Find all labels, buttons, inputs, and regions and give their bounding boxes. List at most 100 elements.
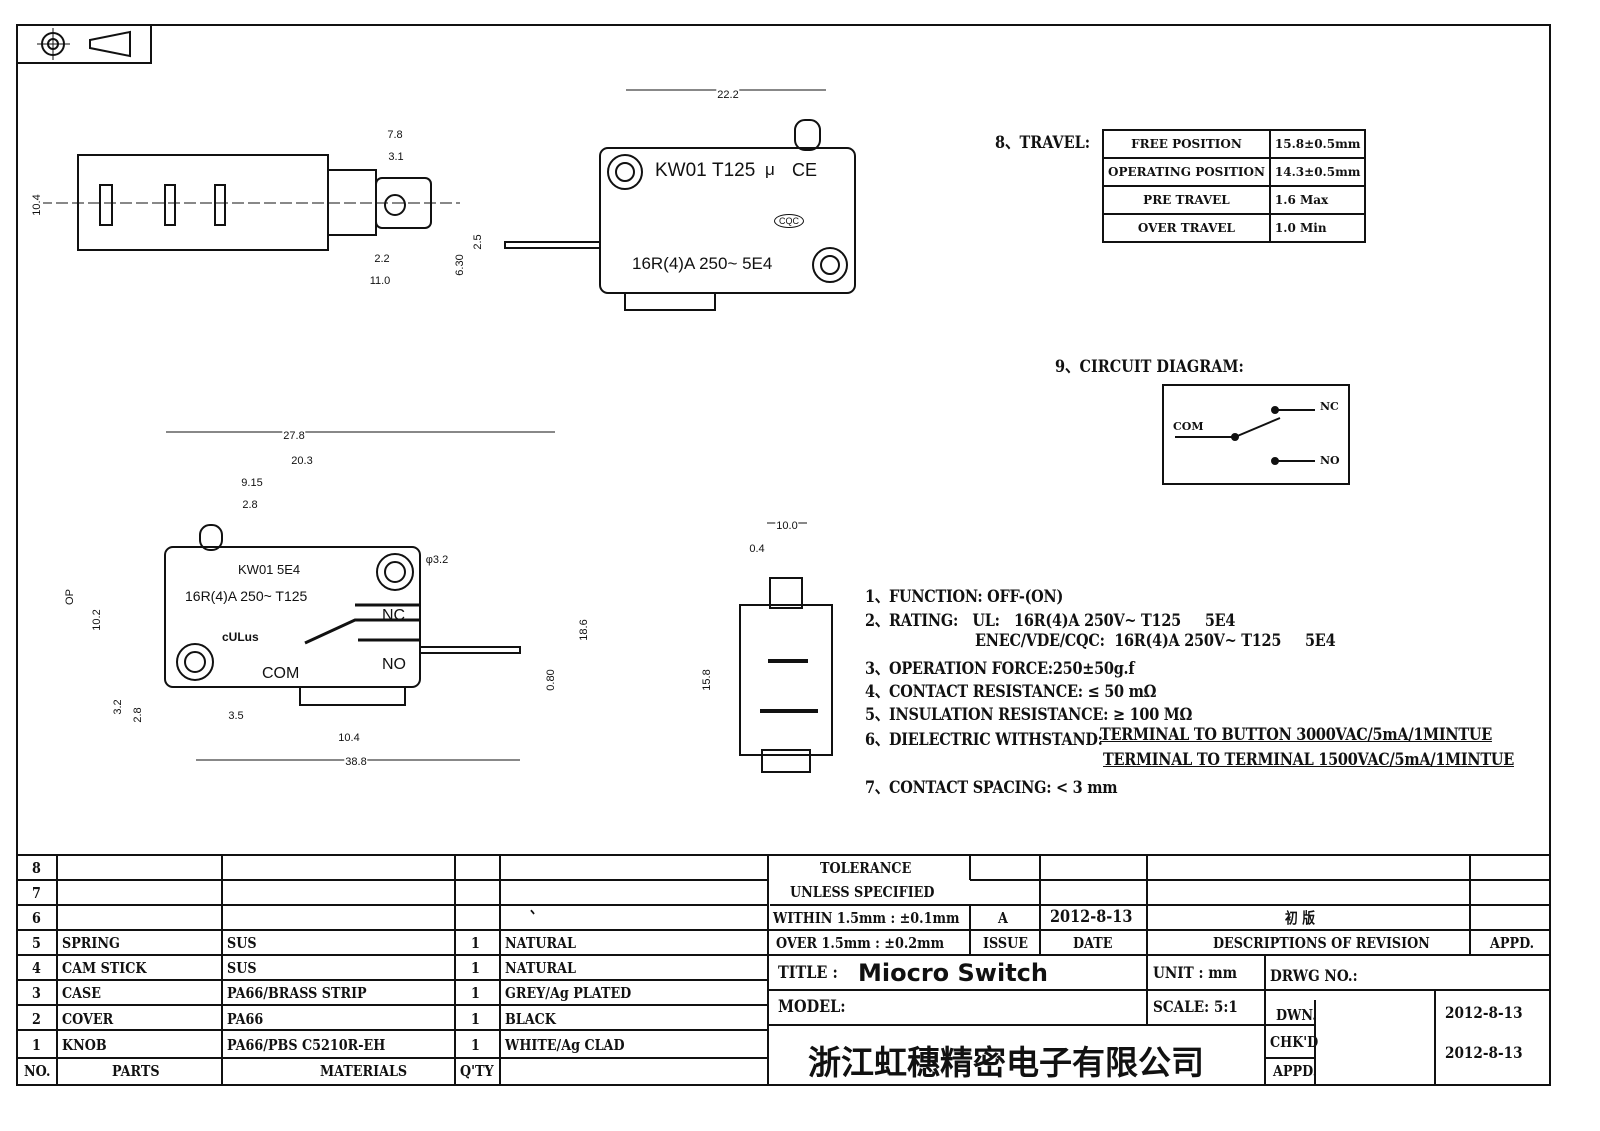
part-qty: 1 [471,1036,480,1054]
travel-heading: 8、TRAVEL: [995,133,1091,153]
part-no: 6 [32,909,41,927]
unit-field: UNIT : mm [1153,963,1238,982]
drawing-border [16,24,1551,1086]
circuit-heading: 9、CIRCUIT DIAGRAM: [1055,357,1244,377]
part-material: PA66 [227,1010,264,1028]
part-name: KNOB [62,1036,107,1054]
part-no: 5 [32,934,41,952]
header-parts: PARTS [112,1062,160,1080]
dim-label: 9.15 [240,477,264,489]
checked-label: CHK'D [1270,1033,1319,1051]
dim-label: 18.6 [578,618,590,642]
issue-value: A [998,909,1008,927]
spec-operation-force: 3、OPERATION FORCE:250±50g.f [865,659,1135,679]
dim-label: 3.1 [387,151,405,163]
dim-label: 11.0 [368,275,392,287]
title-label: TITLE : [778,963,838,983]
dim-label: 0.4 [748,543,766,555]
dim-label: 27.8 [282,430,306,442]
part-no: 1 [32,1036,41,1054]
dim-label: 10.4 [31,193,43,217]
part-material: SUS [227,959,257,977]
part-material: SUS [227,934,257,952]
header-materials: MATERIALS [320,1062,408,1080]
spec-rating-enec: ENEC/VDE/CQC: 16R(4)A 250V~ T125 5E4 [975,631,1336,651]
dim-label: OP [64,588,76,606]
part-finish: BLACK [505,1010,556,1028]
dim-label: 2.2 [373,253,391,265]
circuit-nc-label: NC [1320,400,1339,413]
side-rating-marking: 16R(4)A 250~ T125 [185,588,308,604]
travel-value: 1.0 Min [1268,213,1367,243]
ce-mark: CE [792,160,818,180]
dim-label: 0.80 [545,668,557,692]
part-name: CAM STICK [62,959,147,977]
ul-mark: cULus [222,630,259,644]
travel-label: OPERATING POSITION [1102,157,1271,187]
drawn-date: 2012-8-13 [1445,1003,1523,1022]
spec-function: 1、FUNCTION: OFF-(ON) [865,587,1064,607]
travel-value: 15.8±0.5mm [1268,129,1367,159]
part-qty: 1 [471,934,480,952]
part-qty: 1 [471,959,480,977]
circuit-no-label: NO [1320,454,1340,467]
part-qty: 1 [471,984,480,1002]
appd-header: APPD. [1490,934,1535,952]
part-material: PA66/PBS C5210R-EH [227,1036,386,1054]
revision-description: 初 版 [1285,909,1315,927]
com-terminal-label: COM [262,665,300,682]
dim-label: 10.2 [91,608,103,632]
company-name: 浙江虹穗精密电子有限公司 [808,1043,1204,1082]
travel-label: OVER TRAVEL [1102,213,1271,243]
part-no: 2 [32,1010,41,1028]
dim-label: φ3.2 [424,554,450,566]
part-finish: WHITE/Ag CLAD [505,1036,625,1054]
side-model-marking: KW01 5E4 [238,562,301,577]
dim-label: 2.5 [472,233,484,251]
top-view-drawing [504,89,856,311]
spec-dielectric-button: TERMINAL TO BUTTON 3000VAC/5mA/1MINTUE [1100,725,1492,745]
mu-mark: μ [765,160,775,179]
spec-dielectric-terminal: TERMINAL TO TERMINAL 1500VAC/5mA/1MINTUE [1103,750,1514,770]
part-note: 、 [530,899,543,917]
travel-label: FREE POSITION [1102,129,1271,159]
date-header: DATE [1073,934,1113,952]
drawn-label: DWN. [1276,1006,1317,1024]
dim-label: 3.5 [227,710,245,722]
spec-contact-resistance: 4、CONTACT RESISTANCE: ≤ 50 mΩ [865,682,1157,702]
header-qty: Q'TY [460,1062,494,1080]
dim-label: 6.30 [454,253,466,277]
front-view-drawing [40,154,460,251]
tolerance-over: OVER 1.5mm : ±0.2mm [776,934,945,952]
dim-label: 15.8 [701,668,713,692]
spec-insulation-resistance: 5、INSULATION RESISTANCE: ≥ 100 MΩ [865,705,1193,725]
projection-symbol-icon [16,24,152,64]
part-no: 7 [32,884,41,902]
dim-label: 2.8 [132,706,144,724]
title-block-grid [17,854,1550,1085]
circuit-com-label: COM [1173,420,1204,433]
part-qty: 1 [471,1010,480,1028]
description-header: DESCRIPTIONS OF REVISION [1213,934,1430,952]
spec-rating-ul: 2、RATING: UL: 16R(4)A 250V~ T125 5E4 [865,611,1236,631]
no-terminal-label: NO [382,656,406,673]
dim-label: 38.8 [344,756,368,768]
tolerance-unless: UNLESS SPECIFIED [790,883,935,901]
header-no: NO. [24,1062,51,1080]
part-material: PA66/BRASS STRIP [227,984,367,1002]
drawing-number-field: DRWG NO.: [1270,966,1358,985]
cqc-mark: CQC [774,214,804,228]
tolerance-heading: TOLERANCE [820,859,912,877]
part-finish: NATURAL [505,934,576,952]
nc-terminal-label: NC [382,607,406,624]
issue-header: ISSUE [983,934,1028,952]
model-field: MODEL: [778,997,846,1017]
part-name: SPRING [62,934,120,952]
travel-label: PRE TRAVEL [1102,185,1271,215]
dim-label: 7.8 [386,129,404,141]
dim-label: 20.3 [290,455,314,467]
part-no: 8 [32,859,41,877]
part-name: COVER [62,1010,114,1028]
spec-contact-spacing: 7、CONTACT SPACING: < 3 mm [865,778,1118,798]
